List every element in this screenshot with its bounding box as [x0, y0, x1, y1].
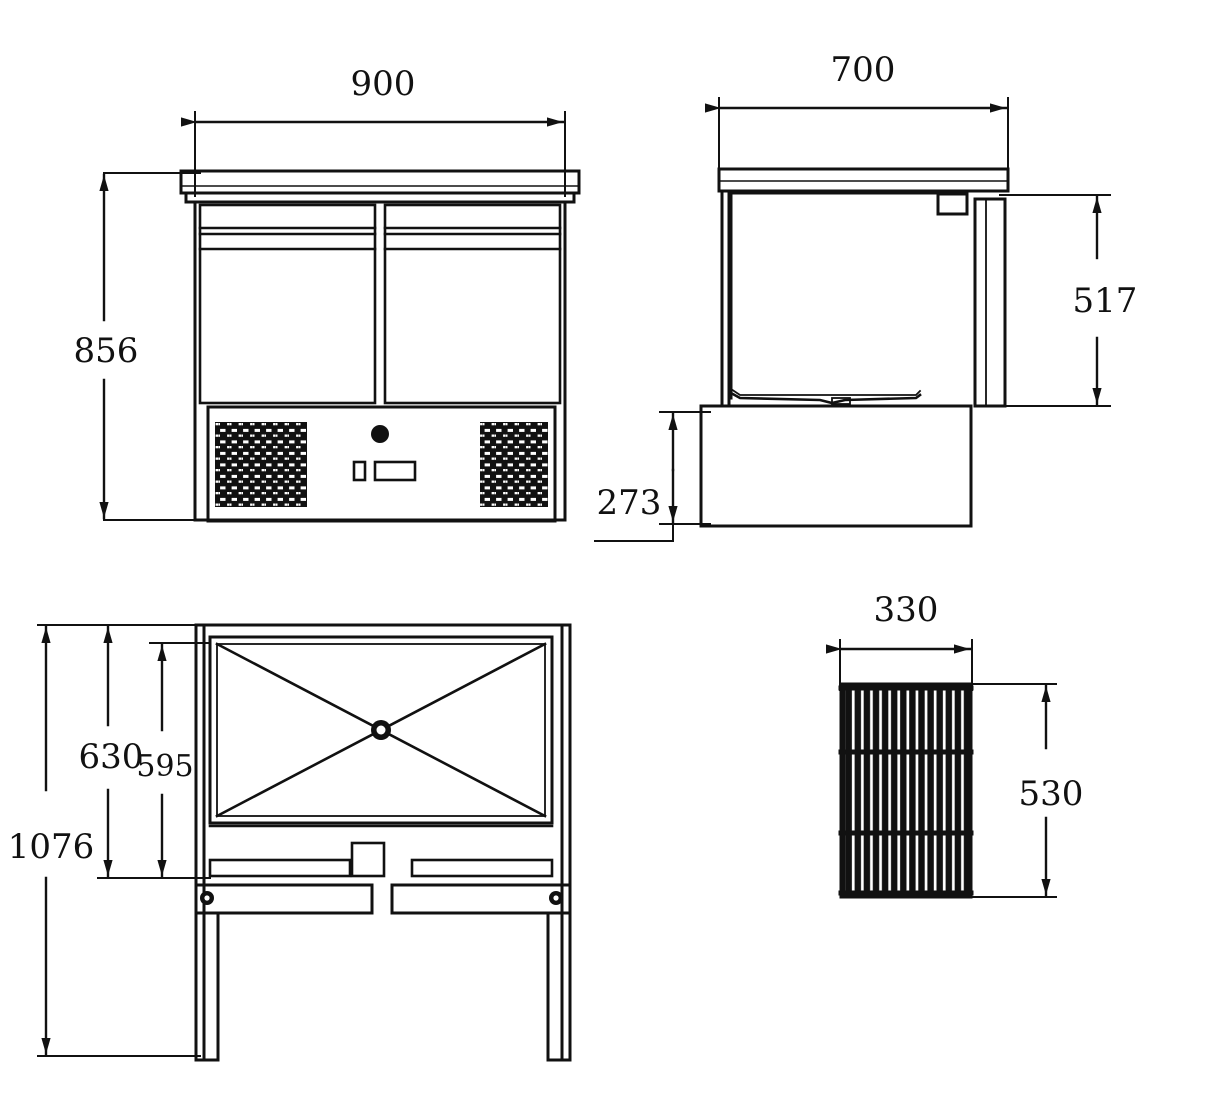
- shelf-frame: [839, 682, 973, 899]
- view-shelf-detail: [826, 639, 1057, 899]
- view-rear-elevation: [37, 623, 572, 1062]
- rear-panel-frame: [208, 635, 554, 825]
- view-side-elevation: [594, 97, 1111, 542]
- indicator-light-icon[interactable]: [352, 460, 367, 482]
- side-open-door: [973, 197, 1007, 408]
- side-lower-plinth: [699, 404, 973, 528]
- shelf-cross-bars: [838, 685, 974, 896]
- shelf-side-rails: [842, 684, 970, 897]
- dim-label-1076: 1076: [8, 827, 95, 867]
- front-vent-grille-right: [480, 422, 548, 507]
- junction-box: [350, 841, 386, 878]
- center-drain-hole-icon: [376, 725, 386, 735]
- dim-label-330: 330: [874, 590, 939, 630]
- view-front-elevation: [99, 111, 581, 523]
- side-worktop-slab: [717, 167, 1010, 193]
- front-door-right: [383, 203, 562, 405]
- leg-left: [194, 911, 220, 1062]
- bolt-right-hole-icon: [553, 895, 559, 901]
- dim-label-700: 700: [831, 50, 896, 90]
- front-door-left: [198, 203, 377, 405]
- rear-apron: [208, 824, 554, 878]
- ext-lines-856: [103, 172, 201, 521]
- shelf-wire-field: [841, 684, 971, 897]
- bolt-left-hole-icon: [204, 895, 210, 901]
- side-door-panel: [729, 191, 966, 400]
- dim-label-517: 517: [1073, 281, 1138, 321]
- leg-cross-rails: [194, 883, 572, 915]
- digital-display: [373, 460, 417, 482]
- ext-lines-530: [964, 683, 1057, 898]
- ext-lines-273: [594, 411, 711, 542]
- ext-lines-595: [149, 642, 211, 879]
- front-machine-compartment: [206, 405, 557, 523]
- side-cabinet-body: [720, 189, 731, 408]
- dim-label-900: 900: [351, 64, 416, 104]
- dim-label-630: 630: [79, 737, 144, 777]
- side-basin-bottom: [729, 387, 922, 405]
- control-knob-icon[interactable]: [371, 425, 389, 443]
- ext-lines-517: [999, 194, 1111, 407]
- dim-label-273: 273: [597, 483, 662, 523]
- leg-right: [546, 911, 572, 1062]
- hinge-bracket: [936, 192, 969, 216]
- front-vent-grille-left: [215, 422, 307, 507]
- dim-label-595: 595: [136, 749, 193, 784]
- dim-label-856: 856: [74, 331, 139, 371]
- dim-label-530: 530: [1019, 774, 1084, 814]
